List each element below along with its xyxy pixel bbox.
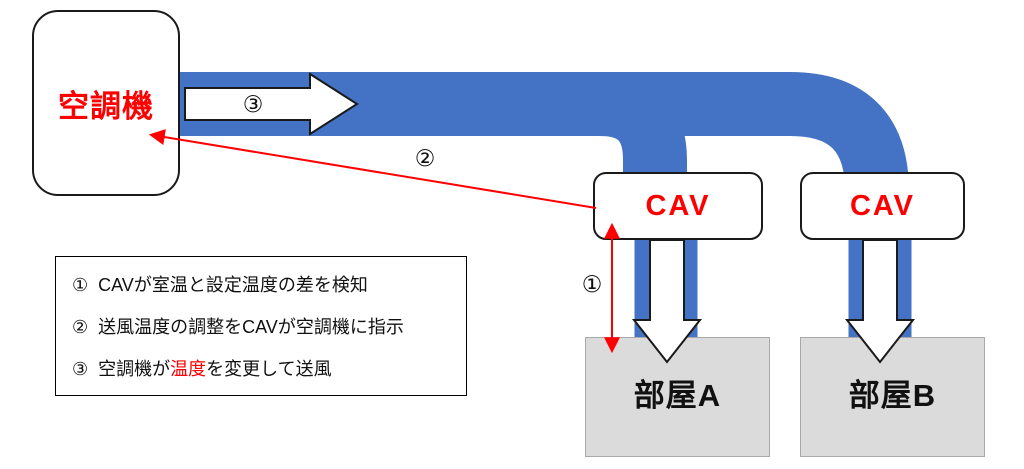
- duct-branch-a: [598, 72, 687, 206]
- step2-marker: ②: [414, 145, 436, 171]
- legend-item-1-number: ①: [72, 275, 89, 295]
- room-a-box: 部屋A: [585, 337, 770, 457]
- room-a-label: 部屋A: [633, 377, 722, 413]
- legend-item-3-number: ③: [72, 359, 89, 379]
- air-conditioner-label: 空調機: [58, 88, 154, 124]
- downflow-arrow-b-icon: [844, 239, 916, 364]
- room-b-box: 部屋B: [800, 337, 985, 457]
- air-conditioner-box: 空調機: [32, 10, 180, 196]
- step1-marker: ①: [581, 271, 603, 297]
- legend-item-2-number: ②: [72, 317, 89, 337]
- cav-a-label: CAV: [645, 189, 711, 222]
- cav-b-box: CAV: [800, 172, 965, 240]
- cav-a-box: CAV: [593, 172, 763, 240]
- downflow-arrow-a-icon: [631, 239, 703, 364]
- step3-marker: ③: [242, 91, 264, 117]
- supply-airflow-arrow-icon: [184, 72, 359, 136]
- cav-b-label: CAV: [849, 189, 916, 222]
- room-b-label: 部屋B: [848, 377, 937, 413]
- feedback-arrow: [148, 129, 597, 209]
